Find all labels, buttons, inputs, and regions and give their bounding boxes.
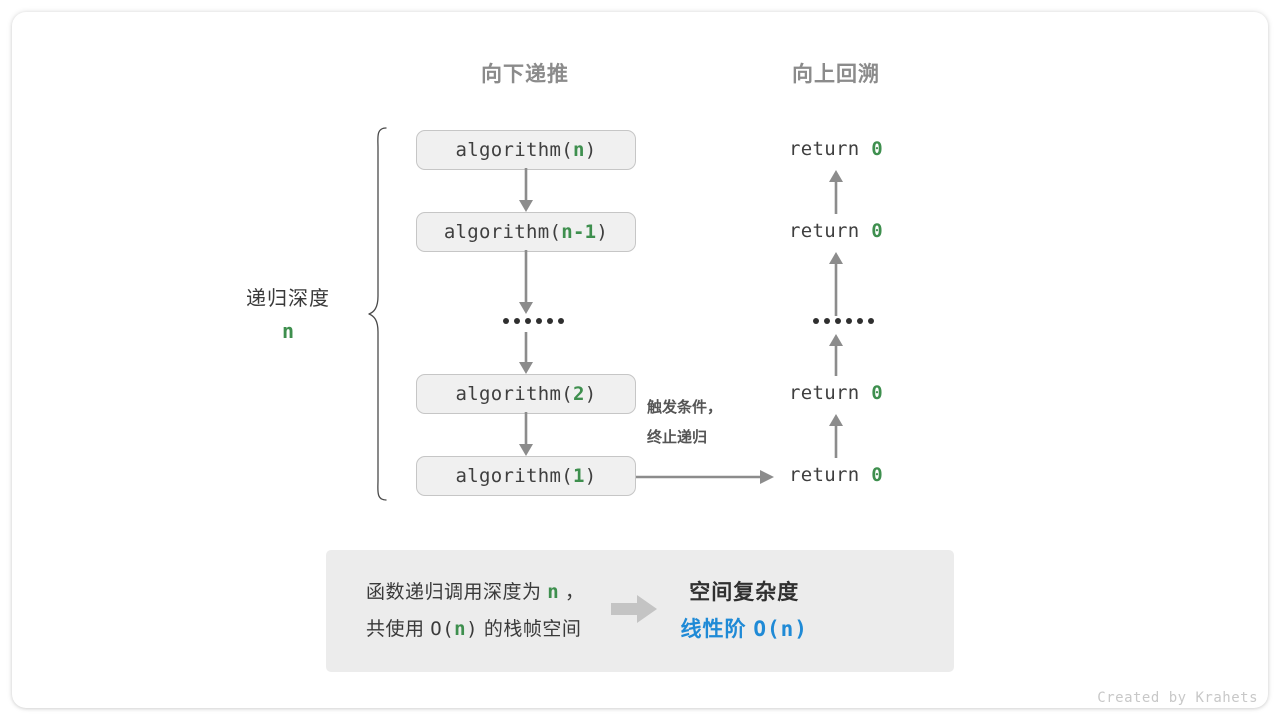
call-argument: 1 bbox=[572, 465, 585, 487]
summary-line-2-text-a: 共使用 bbox=[366, 619, 431, 640]
call-suffix: ) bbox=[596, 221, 609, 243]
ellipsis-left-column bbox=[503, 318, 564, 324]
arrow-up-icon-3 bbox=[829, 334, 843, 376]
ellipsis-dot bbox=[514, 318, 520, 324]
call-box-n: algorithm(n) bbox=[416, 130, 636, 170]
return-value: 0 bbox=[871, 464, 883, 486]
column-heading-downward: 向下递推 bbox=[481, 63, 569, 86]
arrow-down-icon-3 bbox=[519, 332, 533, 374]
depth-brace-icon bbox=[368, 127, 387, 501]
call-argument: 2 bbox=[572, 383, 585, 405]
summary-line-1-text-a: 函数递归调用深度为 bbox=[366, 582, 548, 603]
call-suffix: ) bbox=[584, 465, 597, 487]
arrow-down-icon-4 bbox=[519, 412, 533, 456]
ellipsis-right-column bbox=[813, 318, 874, 324]
call-prefix: algorithm( bbox=[455, 465, 573, 487]
ellipsis-dot bbox=[857, 318, 863, 324]
ellipsis-dot bbox=[868, 318, 874, 324]
summary-line-1: 函数递归调用深度为 n ， bbox=[366, 574, 585, 611]
return-keyword: return bbox=[789, 464, 872, 486]
return-statement-base: return 0 bbox=[756, 464, 916, 486]
call-box-n-minus-1: algorithm(n-1) bbox=[416, 212, 636, 252]
summary-line-2: 共使用 O(n) 的栈帧空间 bbox=[366, 611, 585, 648]
return-statement-third: return 0 bbox=[756, 382, 916, 404]
recursion-depth-value: n bbox=[281, 319, 295, 343]
summary-description: 函数递归调用深度为 n ， 共使用 O(n) 的栈帧空间 bbox=[326, 574, 585, 648]
recursion-depth-label: 递归深度 n bbox=[208, 282, 368, 343]
call-argument: n-1 bbox=[561, 221, 597, 243]
summary-line-2-text-b: 的栈帧空间 bbox=[478, 619, 582, 640]
return-keyword: return bbox=[789, 382, 872, 404]
arrow-down-icon-2 bbox=[519, 250, 533, 314]
ellipsis-dot bbox=[525, 318, 531, 324]
summary-line-2-o-open: O( bbox=[430, 618, 455, 640]
summary-result: 空间复杂度 线性阶 O(n) bbox=[681, 575, 808, 648]
call-box-1: algorithm(1) bbox=[416, 456, 636, 496]
call-suffix: ) bbox=[584, 383, 597, 405]
return-keyword: return bbox=[789, 138, 872, 160]
call-prefix: algorithm( bbox=[443, 221, 562, 243]
arrow-up-icon-4 bbox=[829, 414, 843, 458]
credit-text: Created by Krahets bbox=[1097, 690, 1258, 706]
ellipsis-dot bbox=[813, 318, 819, 324]
arrow-down-icon-1 bbox=[519, 168, 533, 212]
ellipsis-dot bbox=[536, 318, 542, 324]
ellipsis-dot bbox=[547, 318, 553, 324]
return-value: 0 bbox=[871, 382, 883, 404]
diagram-card: 向下递推 向上回溯 递归深度 n algorithm(n) algorithm(… bbox=[12, 12, 1268, 708]
arrow-right-icon bbox=[610, 593, 659, 630]
recursion-depth-text: 递归深度 bbox=[246, 288, 330, 310]
trigger-condition-note: 触发条件， 终止递归 bbox=[647, 393, 722, 453]
summary-result-value-text: 线性阶 bbox=[680, 617, 754, 641]
trigger-note-line-1: 触发条件， bbox=[647, 399, 723, 416]
call-prefix: algorithm( bbox=[455, 383, 573, 405]
call-box-2: algorithm(2) bbox=[416, 374, 636, 414]
call-suffix: ) bbox=[584, 139, 597, 161]
return-statement-second: return 0 bbox=[756, 220, 916, 242]
summary-line-2-o-close: ) bbox=[466, 618, 479, 640]
return-statement-top: return 0 bbox=[756, 138, 916, 160]
trigger-note-line-2: 终止递归 bbox=[647, 429, 708, 446]
summary-line-2-n: n bbox=[454, 618, 467, 640]
arrow-up-icon-2 bbox=[829, 252, 843, 316]
call-argument: n bbox=[572, 139, 585, 161]
arrow-right-base-case-icon bbox=[636, 470, 774, 484]
ellipsis-dot bbox=[824, 318, 830, 324]
complexity-summary-panel: 函数递归调用深度为 n ， 共使用 O(n) 的栈帧空间 空间复杂度 线性阶 O… bbox=[326, 550, 954, 672]
summary-result-value-notation: O(n) bbox=[753, 616, 808, 641]
summary-result-value: 线性阶 O(n) bbox=[681, 611, 808, 648]
return-value: 0 bbox=[871, 220, 883, 242]
ellipsis-dot bbox=[846, 318, 852, 324]
ellipsis-dot bbox=[558, 318, 564, 324]
return-keyword: return bbox=[789, 220, 872, 242]
ellipsis-dot bbox=[503, 318, 509, 324]
column-heading-upward: 向上回溯 bbox=[792, 63, 880, 86]
arrow-up-icon-1 bbox=[829, 170, 843, 214]
diagram-stage: 向下递推 向上回溯 递归深度 n algorithm(n) algorithm(… bbox=[12, 12, 1268, 708]
call-prefix: algorithm( bbox=[455, 139, 573, 161]
summary-line-1-text-b: ， bbox=[559, 582, 585, 603]
summary-result-title: 空间复杂度 bbox=[689, 580, 800, 604]
ellipsis-dot bbox=[835, 318, 841, 324]
return-value: 0 bbox=[871, 138, 883, 160]
summary-line-1-n: n bbox=[547, 581, 560, 603]
